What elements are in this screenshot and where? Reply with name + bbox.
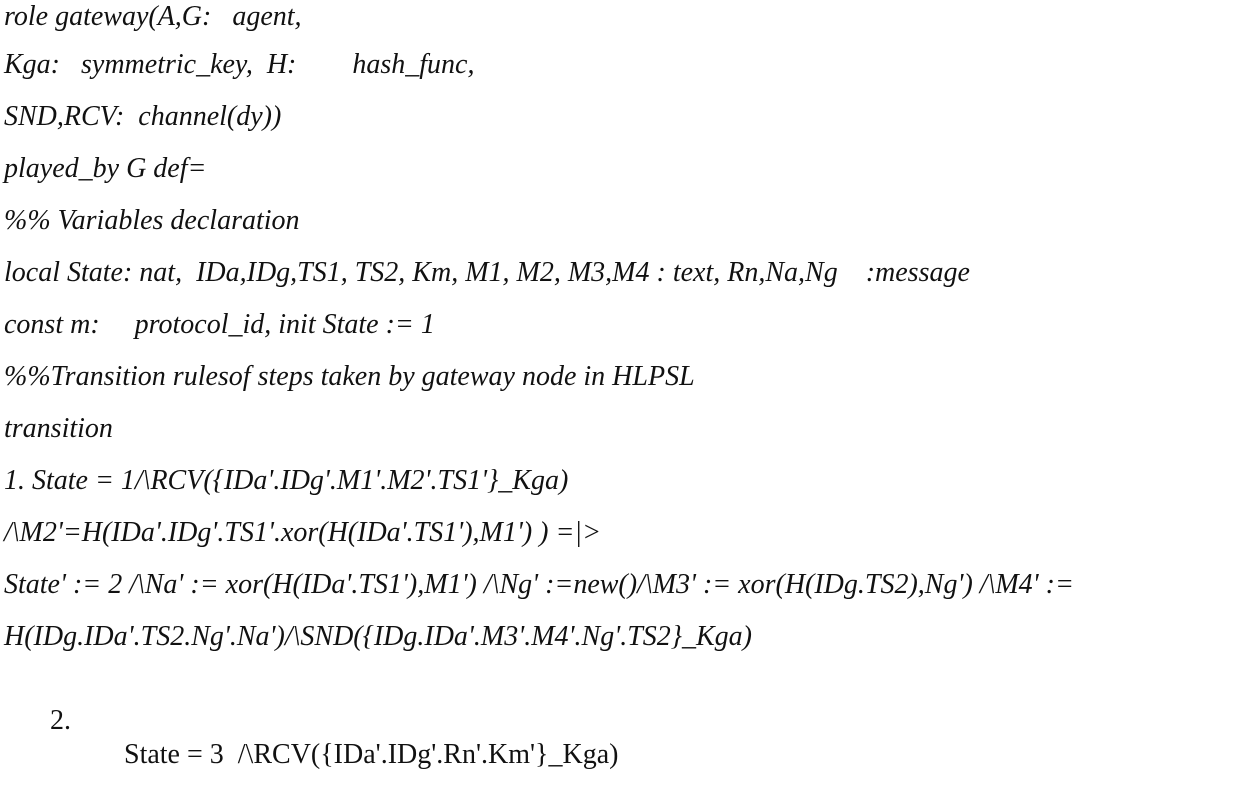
code-line-const: const m: protocol_id, init State := 1 bbox=[4, 309, 435, 340]
code-line-variables-comment: %% Variables declaration bbox=[4, 205, 300, 236]
code-line-step-1-state-update: State' := 2 /\Na' := xor(H(IDa'.TS1'),M1… bbox=[4, 569, 1074, 600]
hlpsl-code-document: role gateway(A,G: agent, Kga: symmetric_… bbox=[0, 1, 1250, 770]
code-line-channel: SND,RCV: channel(dy)) bbox=[4, 101, 282, 132]
code-line-symmetric-key: Kga: symmetric_key, H: hash_func, bbox=[4, 49, 475, 80]
step-number: 2. bbox=[50, 705, 71, 736]
code-line-role-gateway: role gateway(A,G: agent, bbox=[4, 1, 302, 32]
code-line-transition: transition bbox=[4, 413, 113, 444]
code-line-step-1-receive: 1. State = 1/\RCV({IDa'.IDg'.M1'.M2'.TS1… bbox=[4, 465, 569, 496]
step-2-text: State = 3 /\RCV({IDa'.IDg'.Rn'.Km'}_Kga) bbox=[124, 739, 619, 770]
code-line-step-2: 2. State = 3 /\RCV({IDa'.IDg'.Rn'.Km'}_K… bbox=[0, 670, 1250, 770]
code-line-transition-comment: %%Transition rulesof steps taken by gate… bbox=[4, 361, 695, 392]
code-line-step-1-send: H(IDg.IDa'.TS2.Ng'.Na')/\SND({IDg.IDa'.M… bbox=[4, 621, 752, 652]
code-line-local-declaration: local State: nat, IDa,IDg,TS1, TS2, Km, … bbox=[4, 257, 970, 288]
code-line-played-by: played_by G def= bbox=[4, 153, 207, 184]
code-line-step-1-condition: /\M2'=H(IDa'.IDg'.TS1'.xor(H(IDa'.TS1'),… bbox=[4, 517, 601, 548]
